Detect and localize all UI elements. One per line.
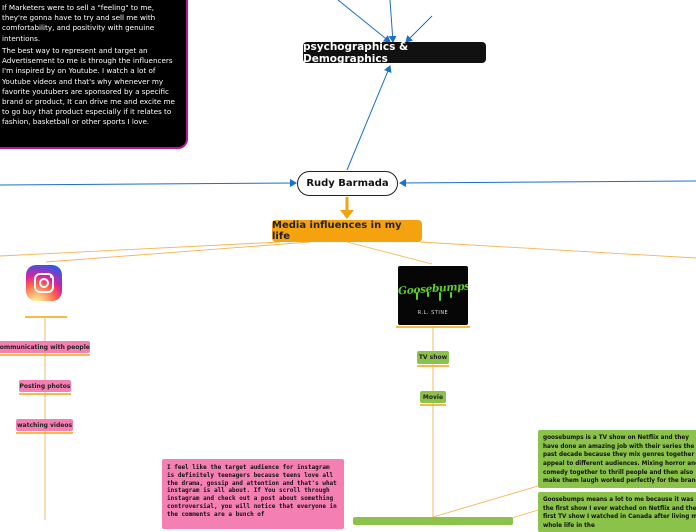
goosebumps-logo-author: R.L. STINE [417, 310, 449, 316]
goosebumps-logo[interactable]: Goosebumps R.L. STINE [398, 266, 468, 325]
quote-paragraph-1: If Marketers were to sell a "feeling" to… [2, 3, 156, 43]
blue-line-upper-left [337, 0, 391, 43]
instagram-audience-note[interactable]: I feel like the target audience for inst… [162, 459, 344, 529]
orange-line-to-left-edge [0, 241, 281, 257]
orange-arrow [340, 197, 354, 219]
marketing-quote-box[interactable]: If Marketers were to sell a "feeling" to… [0, 0, 188, 149]
blue-line-right-root [399, 178, 696, 187]
quote-paragraph-2: The best way to represent and target an … [2, 45, 175, 127]
media-influences-node[interactable]: Media influences in my life [272, 220, 422, 242]
blue-line-left-root [0, 179, 297, 188]
tag-posting-photos[interactable]: Posting photos [19, 380, 71, 392]
blue-line-upper-center [388, 0, 397, 43]
tag-watching-videos[interactable]: watching videos [16, 419, 73, 431]
orange-line-to-goosebumps [346, 241, 433, 265]
root-node[interactable]: Rudy Barmada [297, 171, 398, 196]
orange-line-to-instagram [45, 241, 311, 263]
goosebumps-note-personal[interactable]: Goosebumps means a lot to me because it … [538, 492, 696, 532]
instagram-icon[interactable] [26, 265, 62, 301]
blue-line-upper-right [405, 15, 433, 43]
orange-line-to-right-edge [419, 241, 696, 259]
goosebumps-logo-title: Goosebumps [398, 280, 468, 298]
tag-tv-show[interactable]: TV show [417, 351, 449, 364]
blue-line-psy-root [346, 65, 392, 171]
goosebumps-note-netflix[interactable]: goosebumps is a TV show on Netflix and t… [538, 430, 696, 488]
tag-movie[interactable]: Movie [420, 391, 446, 403]
goosebumps-note-partial[interactable] [353, 517, 513, 525]
orange-line-to-box-2 [511, 509, 539, 519]
orange-line-to-box-1 [432, 485, 539, 518]
tag-communicating-with-people[interactable]: communicating with people [0, 341, 90, 353]
psychographics-node[interactable]: psychographics & Demographics [303, 41, 486, 65]
